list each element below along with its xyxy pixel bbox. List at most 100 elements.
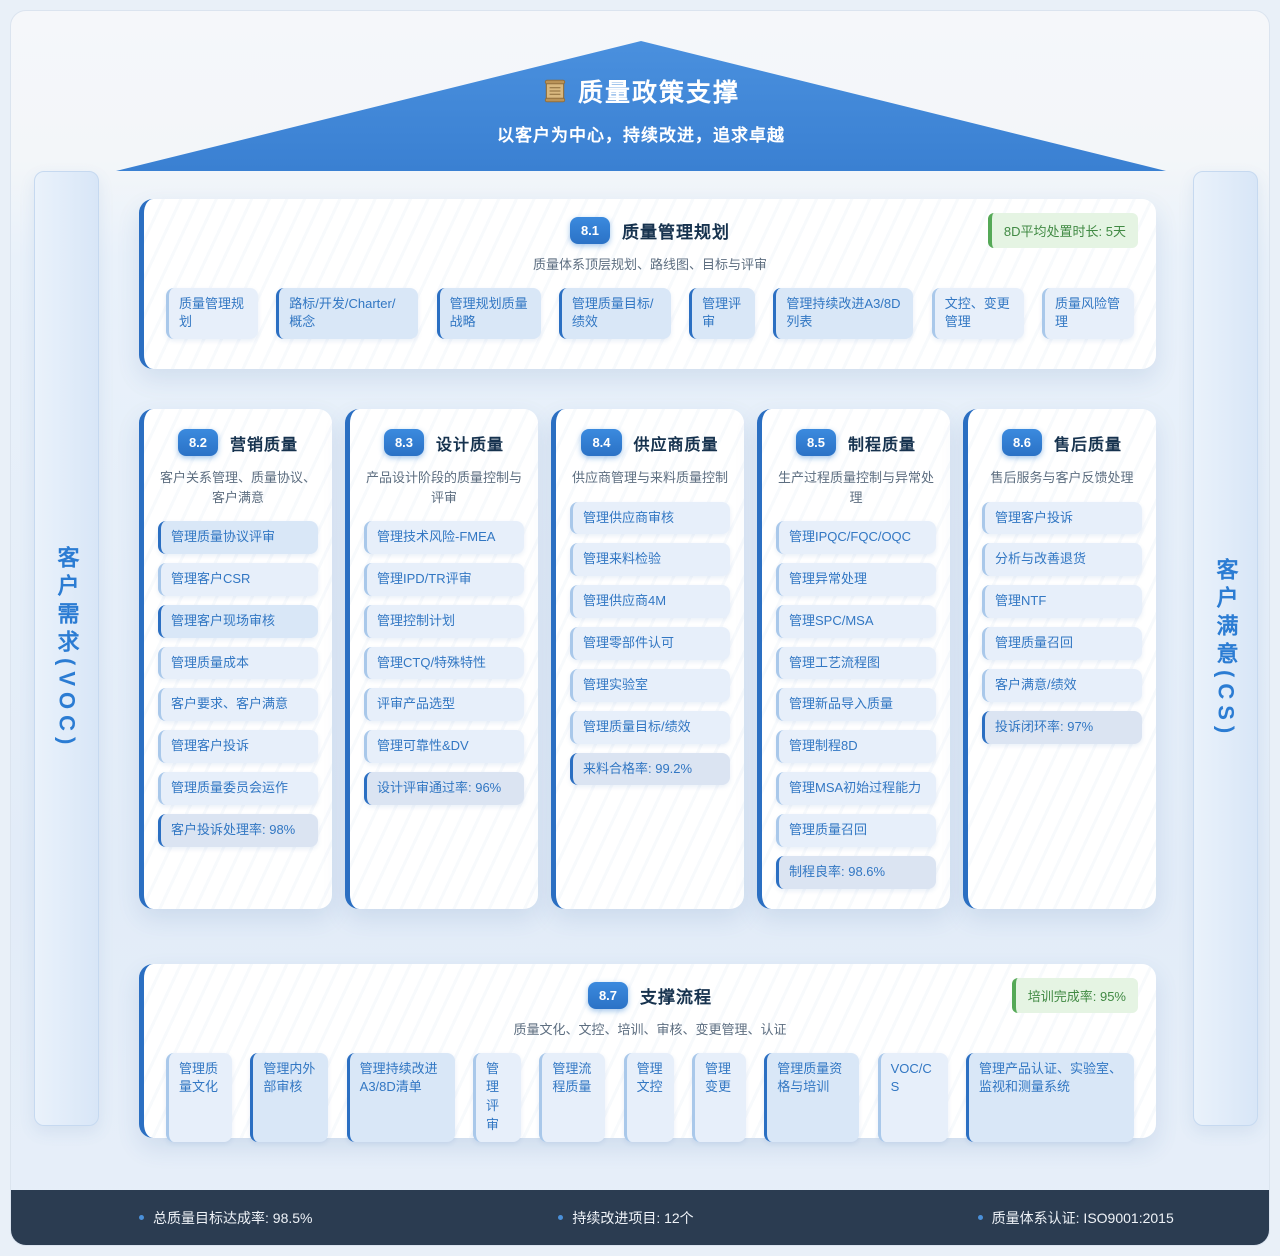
section-header: 8.4 供应商质量 xyxy=(581,429,718,456)
footer-stat-label: 持续改进项目: 12个 xyxy=(572,1209,694,1226)
main-content: 8.1 质量管理规划 8D平均处置时长: 5天 质量体系顶层规划、路线图、目标与… xyxy=(139,199,1156,1142)
footer-stat-label: 质量体系认证: ISO9001:2015 xyxy=(991,1209,1174,1226)
process-chip[interactable]: 管理NTF xyxy=(982,585,1142,619)
process-chip[interactable]: 管理客户投诉 xyxy=(982,501,1142,535)
section-header: 8.5 制程质量 xyxy=(795,429,917,456)
process-chip[interactable]: 管理质量召回 xyxy=(776,813,936,847)
section-code-badge: 8.7 xyxy=(587,982,629,1009)
metric-chip: 设计评审通过率: 96% xyxy=(364,772,524,805)
quality-domain-card: 8.5 制程质量 生产过程质量控制与异常处理 管理IPQC/FQC/OQC 管理异… xyxy=(757,409,950,909)
section-code-badge: 8.6 xyxy=(1001,429,1043,456)
footer-stat: 持续改进项目: 12个 xyxy=(430,1208,849,1228)
process-chip[interactable]: 管理客户现场审核 xyxy=(158,604,318,638)
process-chip[interactable]: 管理新品导入质量 xyxy=(776,688,936,722)
process-chip[interactable]: 分析与改善退货 xyxy=(982,543,1142,577)
section-title: 设计质量 xyxy=(436,436,505,454)
footer-stat: 总质量目标达成率: 98.5% xyxy=(11,1208,430,1228)
process-chip[interactable]: 管理质量资格与培训 xyxy=(764,1052,860,1142)
pillar-cs-label: 客户满意(CS) xyxy=(1213,557,1239,740)
process-chip[interactable]: 管理技术风险-FMEA xyxy=(364,521,524,554)
process-chip[interactable]: 管理客户CSR xyxy=(158,562,318,596)
process-chip[interactable]: 管理可靠性&DV xyxy=(364,730,524,764)
card-quality-planning: 8.1 质量管理规划 8D平均处置时长: 5天 质量体系顶层规划、路线图、目标与… xyxy=(139,199,1156,369)
roof-banner: 质量政策支撑 以客户为中心，持续改进，追求卓越 xyxy=(116,41,1166,171)
section-subtitle: 供应商管理与来料质量控制 xyxy=(571,470,728,485)
process-chip[interactable]: 管理零部件认可 xyxy=(570,627,730,660)
section-header: 8.2 营销质量 xyxy=(177,429,299,456)
process-chip-list: 管理供应商审核管理来料检验管理供应商4M 管理零部件认可管理实验室管理质量目标/绩… xyxy=(556,501,744,786)
bullet-dot-icon xyxy=(558,1215,564,1220)
process-chip[interactable]: 管理异常处理 xyxy=(776,562,936,596)
process-chip[interactable]: 管理产品认证、实验室、监视和测量系统 xyxy=(965,1052,1134,1142)
process-chip[interactable]: 管理评审 xyxy=(689,287,756,340)
process-chip[interactable]: 管理制程8D xyxy=(776,730,936,764)
section-title: 营销质量 xyxy=(230,436,299,454)
process-chip[interactable]: 路标/开发/Charter/概念 xyxy=(276,287,419,340)
bullet-dot-icon xyxy=(139,1215,144,1220)
section-subtitle: 生产过程质量控制与异常处理 xyxy=(777,470,934,505)
pillar-voc: 客户需求(VOC) xyxy=(34,171,99,1126)
process-chip[interactable]: 质量风险管理 xyxy=(1041,287,1134,340)
process-chip[interactable]: 管理质量委员会运作 xyxy=(158,772,318,805)
section-header: 8.3 设计质量 xyxy=(383,429,505,456)
process-chip-list: 管理客户投诉分析与改善退货管理NTF 管理质量召回客户满意/绩效投诉闭环率: 97… xyxy=(968,501,1156,744)
process-chip[interactable]: 管理来料检验 xyxy=(570,543,730,577)
process-chip[interactable]: 文控、变更管理 xyxy=(931,287,1024,340)
process-chip[interactable]: 管理质量召回 xyxy=(982,627,1142,660)
process-chip-list: 管理IPQC/FQC/OQC 管理异常处理管理SPC/MSA 管理工艺流程图管理新品… xyxy=(762,521,950,889)
page-title: 质量政策支撑 xyxy=(577,79,740,107)
section-header: 8.6 售后质量 xyxy=(1001,429,1123,456)
kpi-badge-training: 培训完成率: 95% xyxy=(1011,978,1138,1013)
process-chip[interactable]: 管理质量目标/绩效 xyxy=(570,710,730,744)
process-chip[interactable]: 管理质量成本 xyxy=(158,646,318,680)
process-chip[interactable]: 质量管理规划 xyxy=(166,287,258,340)
section-code-badge: 8.5 xyxy=(795,429,837,456)
process-chip[interactable]: 管理控制计划 xyxy=(364,604,524,638)
process-chip[interactable]: 管理规划质量战略 xyxy=(436,287,541,340)
process-chip[interactable]: 管理流程质量 xyxy=(539,1052,606,1142)
section-subtitle: 客户关系管理、质量协议、客户满意 xyxy=(159,470,316,505)
process-chip[interactable]: 管理质量文化 xyxy=(166,1052,232,1142)
section-title: 质量管理规划 xyxy=(622,223,731,242)
process-chip[interactable]: 管理MSA初始过程能力 xyxy=(776,772,936,805)
metric-chip: 投诉闭环率: 97% xyxy=(982,710,1142,744)
process-chip[interactable]: 管理质量目标/绩效 xyxy=(558,287,671,340)
section-code-badge: 8.2 xyxy=(177,429,219,456)
process-chip[interactable]: 客户要求、客户满意 xyxy=(158,688,318,722)
quality-process-house: 质量政策支撑 以客户为中心，持续改进，追求卓越 客户需求(VOC) 客户满意(C… xyxy=(10,10,1270,1246)
scroll-icon xyxy=(544,79,566,103)
pillar-voc-label: 客户需求(VOC) xyxy=(54,546,80,751)
process-chip-list: 管理质量协议评审管理客户CSR 管理客户现场审核管理质量成本客户要求、客户满意管理… xyxy=(144,521,332,847)
summary-footer-bar: 总质量目标达成率: 98.5% 持续改进项目: 12个 质量体系认证: ISO900… xyxy=(11,1190,1269,1245)
process-chip[interactable]: 管理供应商4M xyxy=(570,585,730,619)
process-chip[interactable]: 管理质量协议评审 xyxy=(158,521,318,554)
process-chip[interactable]: 管理客户投诉 xyxy=(158,730,318,764)
process-chip[interactable]: 客户满意/绩效 xyxy=(982,668,1142,702)
process-chip[interactable]: 管理内外部审核 xyxy=(250,1052,329,1142)
process-chip[interactable]: 管理持续改进A3/8D列表 xyxy=(773,287,914,340)
process-chip[interactable]: 管理实验室 xyxy=(570,668,730,702)
roof-title-row: 质量政策支撑 xyxy=(116,73,1166,109)
section-subtitle: 售后服务与客户反馈处理 xyxy=(990,470,1134,485)
process-chip[interactable]: 管理供应商审核 xyxy=(570,501,730,535)
process-chip[interactable]: 管理持续改进A3/8D清单 xyxy=(346,1052,455,1142)
footer-stat-label: 总质量目标达成率: 98.5% xyxy=(153,1209,313,1226)
process-chip[interactable]: VOC/CS xyxy=(877,1052,948,1142)
process-chip[interactable]: 评审产品选型 xyxy=(364,688,524,722)
process-chip[interactable]: 管理评审 xyxy=(472,1052,521,1142)
quality-domain-columns: 8.2 营销质量 客户关系管理、质量协议、客户满意 管理质量协议评审管理客户CS… xyxy=(139,409,1156,909)
section-header: 8.7 支撑流程 xyxy=(587,982,712,1009)
process-chip[interactable]: 管理IPQC/FQC/OQC xyxy=(776,521,936,554)
process-chip[interactable]: 管理变更 xyxy=(691,1052,746,1142)
process-chip[interactable]: 管理IPD/TR评审 xyxy=(364,562,524,596)
process-chip[interactable]: 管理SPC/MSA xyxy=(776,604,936,638)
process-chip[interactable]: 管理工艺流程图 xyxy=(776,646,936,680)
section-title: 售后质量 xyxy=(1054,436,1123,454)
process-chip[interactable]: 管理CTQ/特殊特性 xyxy=(364,646,524,680)
process-chip[interactable]: 管理文控 xyxy=(623,1052,674,1142)
section-title: 制程质量 xyxy=(848,436,917,454)
metric-chip: 来料合格率: 99.2% xyxy=(570,752,730,786)
card-support-process: 8.7 支撑流程 培训完成率: 95% 质量文化、文控、培训、审核、变更管理、认… xyxy=(139,964,1156,1142)
